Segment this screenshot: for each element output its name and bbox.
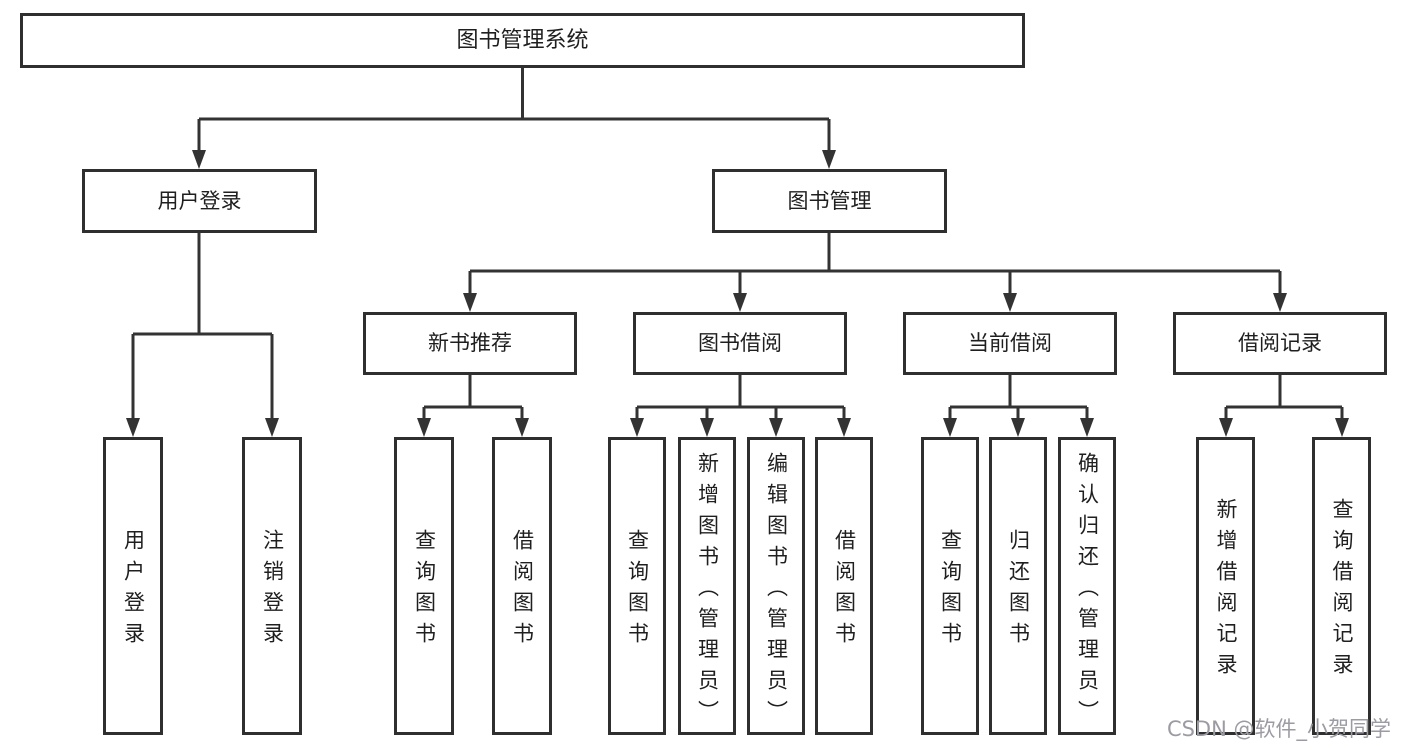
node-label: 确认归还（管理员） <box>1075 451 1100 731</box>
node-label: 查询图书 <box>625 529 650 653</box>
node-label: 借阅记录 <box>1238 331 1322 355</box>
csdn-watermark: CSDN @软件_小贺同学 <box>1166 717 1391 741</box>
node-label: 查询图书 <box>938 529 963 653</box>
node-leaf-br-add-record: 新增借阅记录 <box>1196 437 1255 735</box>
node-library-management-system: 图书管理系统 <box>20 13 1025 68</box>
node-label: 图书管理系统 <box>456 27 589 53</box>
node-label: 注销登录 <box>260 529 285 653</box>
node-book-management: 图书管理 <box>712 169 947 233</box>
node-leaf-cb-query-book: 查询图书 <box>921 437 979 735</box>
node-leaf-bb-edit-book-admin: 编辑图书（管理员） <box>747 437 805 735</box>
node-leaf-rec-query-book: 查询图书 <box>394 437 454 735</box>
node-book-borrowing: 图书借阅 <box>633 312 847 375</box>
node-leaf-user-login: 用户登录 <box>103 437 163 735</box>
node-label: 查询图书 <box>412 529 437 653</box>
node-leaf-bb-borrow-book: 借阅图书 <box>815 437 873 735</box>
node-label: 图书借阅 <box>698 331 782 355</box>
node-leaf-bb-query-book: 查询图书 <box>608 437 666 735</box>
node-label: 新书推荐 <box>428 331 512 355</box>
node-label: 当前借阅 <box>968 331 1052 355</box>
node-leaf-rec-borrow-book: 借阅图书 <box>492 437 552 735</box>
node-label: 借阅图书 <box>832 529 857 653</box>
node-leaf-logout: 注销登录 <box>242 437 302 735</box>
node-label: 图书管理 <box>787 188 872 213</box>
node-leaf-cb-confirm-return-admin: 确认归还（管理员） <box>1058 437 1116 735</box>
node-label: 用户登录 <box>121 529 146 653</box>
node-label: 新增图书（管理员） <box>695 451 720 731</box>
node-label: 用户登录 <box>157 188 242 213</box>
node-label: 借阅图书 <box>510 529 535 653</box>
node-label: 新增借阅记录 <box>1214 498 1238 684</box>
node-leaf-cb-return-book: 归还图书 <box>989 437 1047 735</box>
node-label: 归还图书 <box>1006 529 1031 653</box>
node-new-book-recommendation: 新书推荐 <box>363 312 577 375</box>
node-current-borrowing: 当前借阅 <box>903 312 1117 375</box>
node-user-login: 用户登录 <box>82 169 317 233</box>
node-leaf-bb-add-book-admin: 新增图书（管理员） <box>678 437 736 735</box>
node-leaf-br-query-record: 查询借阅记录 <box>1312 437 1371 735</box>
node-label: 编辑图书（管理员） <box>764 451 789 731</box>
node-label: 查询借阅记录 <box>1330 498 1354 684</box>
node-borrowing-records: 借阅记录 <box>1173 312 1387 375</box>
